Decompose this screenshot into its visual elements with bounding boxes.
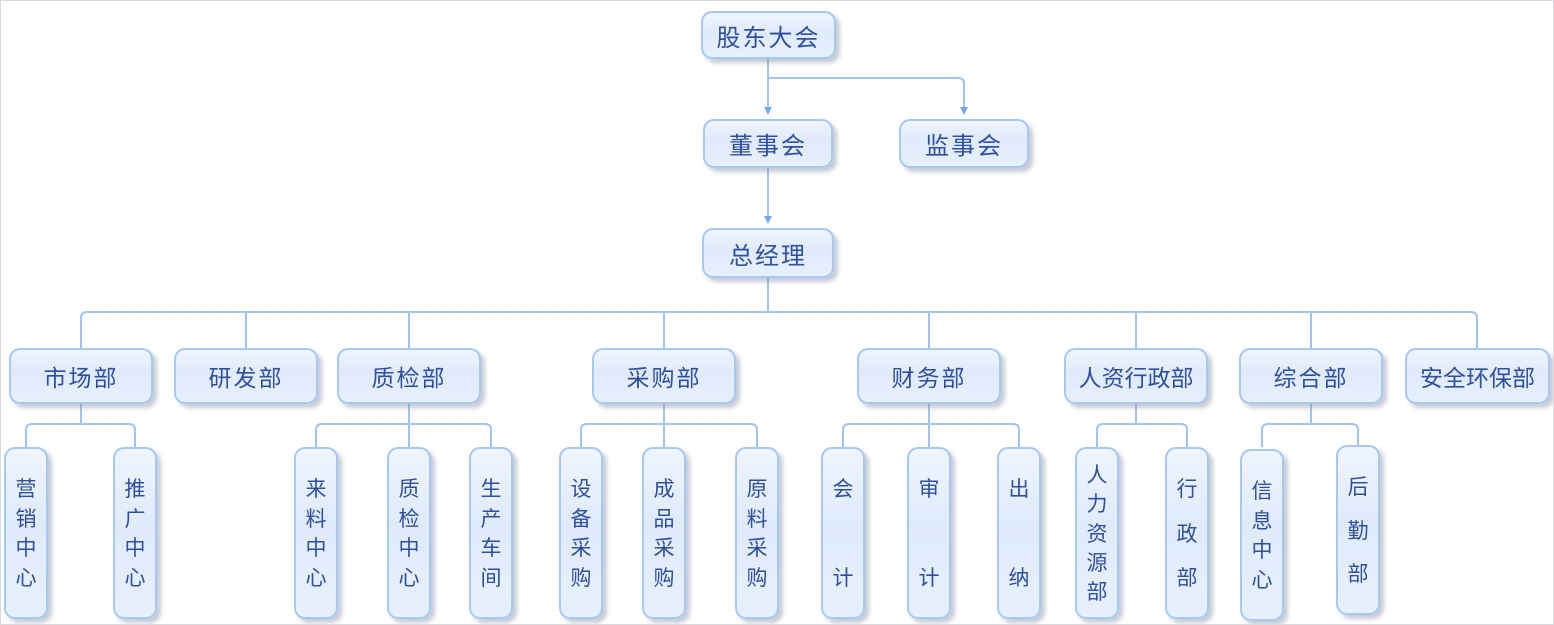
node-dept-finance[interactable]: 财务部 [857,348,1001,404]
vertical-label-char: 中 [15,536,37,561]
vertical-label-char: 中 [1251,538,1273,563]
vertical-label-char: 销 [15,506,37,531]
vertical-label-char: 政 [1176,521,1198,546]
node-promotion-center[interactable]: 推广中心 [113,447,157,619]
vertical-label-char: 审 [918,477,940,501]
vertical-label-char: 人 [1086,463,1108,487]
vertical-label-char: 购 [746,565,768,590]
vertical-label-char: 料 [305,506,327,531]
node-label: 营销中心 [6,479,46,589]
node-label: 成品采购 [644,479,684,589]
vertical-label-char: 品 [653,506,675,531]
node-label: 推广中心 [115,479,155,589]
node-label: 后勤部 [1338,477,1378,585]
vertical-label-char: 信 [1251,479,1273,503]
vertical-label-char: 质 [398,477,420,501]
node-dept-marketing[interactable]: 市场部 [9,348,153,404]
node-board-of-directors[interactable]: 董事会 [703,119,833,168]
vertical-label-char: 计 [918,566,940,590]
vertical-label-char: 后 [1347,475,1369,499]
node-label: 人力资源部 [1077,465,1117,603]
vertical-label-char: 行 [1176,477,1198,501]
node-quality-inspection-center[interactable]: 质检中心 [387,447,431,619]
node-dept-hr-admin[interactable]: 人资行政部 [1064,348,1208,404]
node-dept-general-affairs[interactable]: 综合部 [1239,348,1383,404]
node-audit[interactable]: 审计 [907,447,951,619]
vertical-label-char: 购 [653,565,675,590]
node-marketing-center[interactable]: 营销中心 [4,447,48,619]
vertical-label-char: 心 [305,565,327,590]
vertical-label-char: 出 [1008,477,1030,501]
vertical-label-char: 营 [15,477,37,501]
node-administration-dept[interactable]: 行政部 [1165,447,1209,619]
node-dept-quality-inspection[interactable]: 质检部 [337,348,481,404]
vertical-label-char: 源 [1086,550,1108,575]
vertical-label-char: 力 [1086,492,1108,517]
node-general-manager[interactable]: 总经理 [702,228,834,278]
node-information-center[interactable]: 信息中心 [1240,449,1284,621]
vertical-label-char: 部 [1347,562,1369,586]
node-incoming-material-center[interactable]: 来料中心 [294,447,338,619]
node-label: 审计 [909,479,949,589]
vertical-label-char: 采 [746,536,768,561]
vertical-label-char: 勤 [1347,518,1369,543]
vertical-label-char: 会 [832,477,854,501]
node-raw-material-procurement[interactable]: 原料采购 [735,447,779,619]
vertical-label-char: 备 [570,506,592,531]
vertical-label-char: 资 [1086,521,1108,546]
vertical-label-char: 检 [398,506,420,531]
vertical-label-char: 料 [746,506,768,531]
vertical-label-char: 部 [1176,566,1198,590]
node-label: 出纳 [999,479,1039,589]
vertical-label-char: 来 [305,477,327,501]
node-equipment-procurement[interactable]: 设备采购 [559,447,603,619]
node-label: 来料中心 [296,479,336,589]
node-dept-safety-environment[interactable]: 安全环保部 [1405,348,1550,404]
vertical-label-char: 心 [1251,567,1273,592]
node-finished-goods-procurement[interactable]: 成品采购 [642,447,686,619]
vertical-label-char: 原 [746,477,768,501]
vertical-label-char: 车 [480,536,502,561]
node-label: 质检中心 [389,479,429,589]
node-human-resources-dept[interactable]: 人力资源部 [1075,447,1119,619]
vertical-label-char: 中 [305,536,327,561]
vertical-label-char: 计 [832,566,854,590]
vertical-label-char: 推 [124,477,146,501]
vertical-label-char: 中 [398,536,420,561]
vertical-label-char: 设 [570,477,592,501]
vertical-label-char: 间 [480,565,502,590]
node-label: 会计 [823,479,863,589]
vertical-label-char: 广 [124,506,146,531]
node-production-workshop[interactable]: 生产车间 [469,447,513,619]
vertical-label-char: 心 [398,565,420,590]
node-label: 原料采购 [737,479,777,589]
node-logistics-dept[interactable]: 后勤部 [1336,445,1380,615]
vertical-label-char: 息 [1251,508,1273,533]
node-label: 设备采购 [561,479,601,589]
node-dept-procurement[interactable]: 采购部 [592,348,736,404]
vertical-label-char: 心 [124,565,146,590]
vertical-label-char: 心 [15,565,37,590]
vertical-label-char: 成 [653,477,675,501]
vertical-label-char: 产 [480,506,502,531]
vertical-label-char: 部 [1086,580,1108,604]
vertical-label-char: 采 [570,536,592,561]
vertical-label-char: 纳 [1008,566,1030,590]
node-shareholders-meeting[interactable]: 股东大会 [701,11,836,59]
node-label: 信息中心 [1242,481,1282,591]
node-cashier[interactable]: 出纳 [997,447,1041,619]
vertical-label-char: 采 [653,536,675,561]
node-label: 行政部 [1167,479,1207,589]
node-label: 生产车间 [471,479,511,589]
vertical-label-char: 购 [570,565,592,590]
node-supervisory-board[interactable]: 监事会 [899,119,1029,168]
node-accounting[interactable]: 会计 [821,447,865,619]
vertical-label-char: 中 [124,536,146,561]
node-dept-rnd[interactable]: 研发部 [174,348,318,404]
vertical-label-char: 生 [480,477,502,501]
